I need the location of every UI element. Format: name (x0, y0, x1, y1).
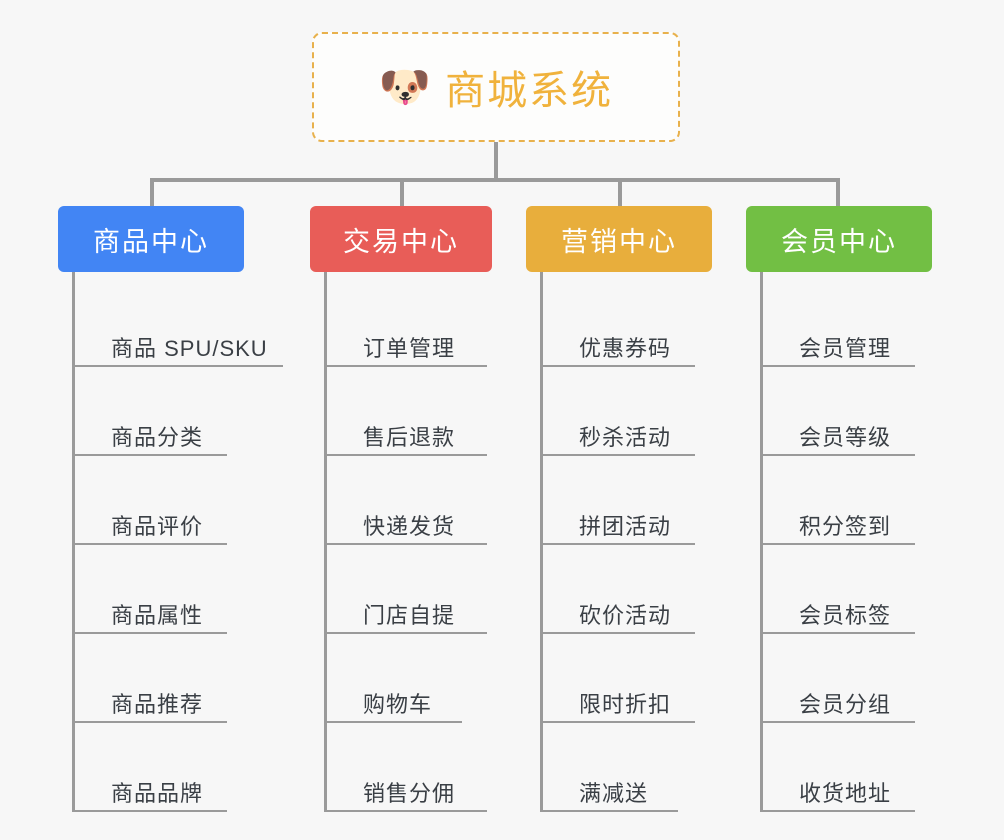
leaf-underline (543, 365, 695, 367)
leaf-list-trade-center: 订单管理 售后退款 快递发货 门店自提 购物车 销售分佣 (324, 272, 492, 812)
category-header-marketing-center[interactable]: 营销中心 (526, 206, 712, 272)
leaf-list-marketing-center: 优惠券码 秒杀活动 拼团活动 砍价活动 限时折扣 满减送 (540, 272, 712, 812)
list-item[interactable]: 积分签到 (763, 456, 932, 545)
leaf-underline (327, 454, 487, 456)
leaf-list-member-center: 会员管理 会员等级 积分签到 会员标签 会员分组 收货地址 (760, 272, 932, 812)
list-item[interactable]: 会员分组 (763, 634, 932, 723)
list-item[interactable]: 售后退款 (327, 367, 492, 456)
leaf-label: 砍价活动 (579, 602, 672, 628)
list-item[interactable]: 销售分佣 (327, 723, 492, 812)
dog-face-icon: 🐶 (378, 63, 432, 110)
list-item[interactable]: 订单管理 (327, 278, 492, 367)
list-item[interactable]: 限时折扣 (543, 634, 712, 723)
list-item[interactable]: 门店自提 (327, 545, 492, 634)
leaf-underline (327, 632, 487, 634)
list-item[interactable]: 商品评价 (75, 456, 244, 545)
leaf-label: 积分签到 (799, 513, 892, 539)
leaf-underline (763, 365, 915, 367)
leaf-label: 商品品牌 (111, 780, 204, 806)
leaf-underline (763, 810, 915, 812)
leaf-label: 门店自提 (363, 602, 456, 628)
leaf-label: 销售分佣 (363, 780, 456, 806)
connector-horizontal-bus (150, 178, 840, 182)
list-item[interactable]: 商品属性 (75, 545, 244, 634)
branch-column-member-center: 会员中心 会员管理 会员等级 积分签到 会员标签 会员分组 (746, 206, 932, 812)
leaf-underline (763, 721, 915, 723)
leaf-underline (763, 543, 915, 545)
leaf-underline (327, 810, 487, 812)
leaf-label: 会员管理 (799, 335, 892, 361)
leaf-underline (75, 454, 227, 456)
leaf-label: 会员标签 (799, 602, 892, 628)
list-item[interactable]: 收货地址 (763, 723, 932, 812)
leaf-label: 购物车 (363, 691, 433, 717)
list-item[interactable]: 会员等级 (763, 367, 932, 456)
list-item[interactable]: 快递发货 (327, 456, 492, 545)
category-title: 交易中心 (343, 226, 459, 257)
leaf-label: 商品推荐 (111, 691, 204, 717)
list-item[interactable]: 会员管理 (763, 278, 932, 367)
list-item[interactable]: 优惠券码 (543, 278, 712, 367)
branch-column-marketing-center: 营销中心 优惠券码 秒杀活动 拼团活动 砍价活动 限时折扣 (526, 206, 712, 812)
leaf-underline (75, 543, 227, 545)
leaf-label: 商品分类 (111, 424, 204, 450)
category-header-member-center[interactable]: 会员中心 (746, 206, 932, 272)
category-title: 商品中心 (93, 226, 209, 257)
leaf-label: 快递发货 (363, 513, 456, 539)
root-node[interactable]: 🐶 商城系统 (312, 32, 680, 142)
leaf-underline (543, 810, 678, 812)
leaf-underline (75, 365, 283, 367)
list-item[interactable]: 秒杀活动 (543, 367, 712, 456)
leaf-underline (763, 632, 915, 634)
leaf-label: 售后退款 (363, 424, 456, 450)
leaf-underline (327, 365, 487, 367)
leaf-underline (75, 632, 227, 634)
category-header-trade-center[interactable]: 交易中心 (310, 206, 492, 272)
list-item[interactable]: 砍价活动 (543, 545, 712, 634)
category-title: 营销中心 (561, 226, 677, 257)
leaf-underline (75, 810, 227, 812)
category-header-product-center[interactable]: 商品中心 (58, 206, 244, 272)
leaf-label: 商品评价 (111, 513, 204, 539)
leaf-underline (543, 632, 695, 634)
list-item[interactable]: 拼团活动 (543, 456, 712, 545)
leaf-label: 秒杀活动 (579, 424, 672, 450)
leaf-label: 优惠券码 (579, 335, 672, 361)
leaf-label: 满减送 (579, 780, 649, 806)
leaf-underline (327, 543, 487, 545)
leaf-label: 拼团活动 (579, 513, 672, 539)
connector-root-stem (494, 142, 498, 180)
list-item[interactable]: 会员标签 (763, 545, 932, 634)
list-item[interactable]: 商品品牌 (75, 723, 244, 812)
leaf-label: 会员等级 (799, 424, 892, 450)
leaf-underline (75, 721, 227, 723)
leaf-label: 商品属性 (111, 602, 204, 628)
branch-column-product-center: 商品中心 商品 SPU/SKU 商品分类 商品评价 商品属性 商品推荐 (58, 206, 283, 812)
leaf-label: 会员分组 (799, 691, 892, 717)
leaf-underline (543, 454, 695, 456)
branch-column-trade-center: 交易中心 订单管理 售后退款 快递发货 门店自提 购物车 (310, 206, 492, 812)
connector-drop-2 (400, 178, 404, 208)
category-title: 会员中心 (781, 226, 897, 257)
leaf-underline (763, 454, 915, 456)
list-item[interactable]: 商品分类 (75, 367, 244, 456)
list-item[interactable]: 商品推荐 (75, 634, 244, 723)
leaf-list-product-center: 商品 SPU/SKU 商品分类 商品评价 商品属性 商品推荐 商品品牌 (72, 272, 283, 812)
leaf-underline (327, 721, 462, 723)
list-item[interactable]: 商品 SPU/SKU (75, 278, 283, 367)
leaf-label: 限时折扣 (579, 691, 672, 717)
leaf-label: 订单管理 (363, 335, 456, 361)
leaf-underline (543, 721, 695, 723)
connector-drop-1 (150, 178, 154, 208)
connector-drop-3 (618, 178, 622, 208)
leaf-label: 商品 SPU/SKU (111, 335, 268, 361)
root-title: 商城系统 (445, 69, 614, 113)
leaf-label: 收货地址 (799, 780, 892, 806)
list-item[interactable]: 满减送 (543, 723, 712, 812)
connector-drop-4 (836, 178, 840, 208)
list-item[interactable]: 购物车 (327, 634, 492, 723)
leaf-underline (543, 543, 695, 545)
